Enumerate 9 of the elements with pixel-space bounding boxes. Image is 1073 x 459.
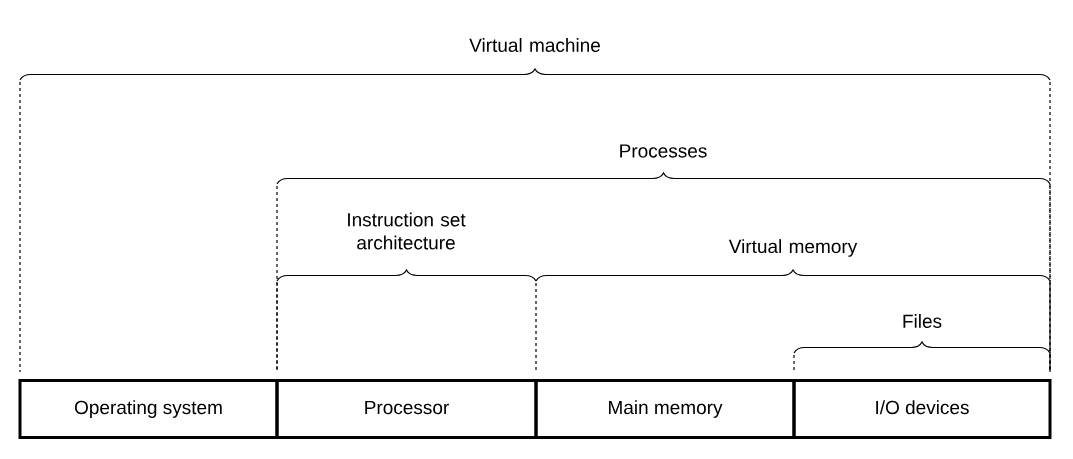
brace-label: Virtual machine — [469, 38, 600, 52]
component-box: I/O devices — [792, 379, 1052, 439]
brace-label: Processes — [620, 144, 707, 158]
component-box: Main memory — [534, 379, 796, 439]
component-box: Operating system — [18, 379, 279, 439]
brace-label: Virtual memory — [728, 239, 858, 257]
component-box: Processor — [275, 379, 538, 439]
brace-label: Files — [903, 314, 942, 328]
brace-label: Instruction set architecture — [348, 212, 466, 250]
